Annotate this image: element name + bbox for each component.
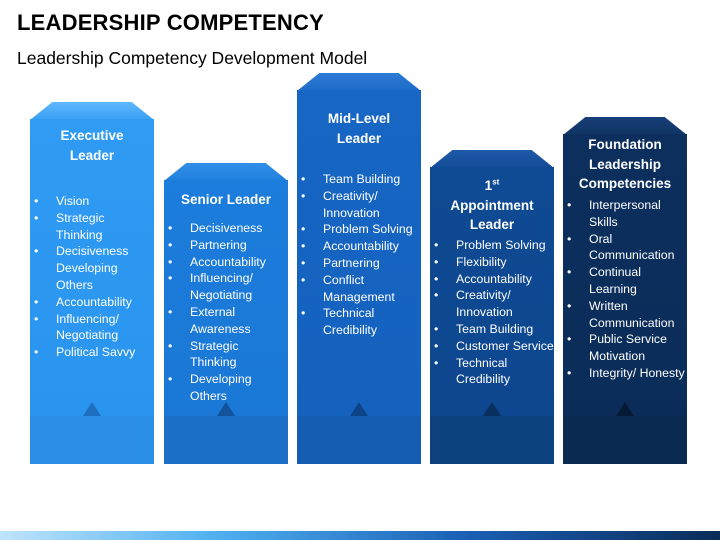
list-item: Flexibility [430,254,554,271]
slide-title: LEADERSHIP COMPETENCY [17,10,324,35]
base-notch [83,402,101,416]
column-base [297,416,421,464]
competency-list: Interpersonal Skills Oral Communication … [563,197,687,382]
list-item: Technical Credibility [430,355,554,389]
list-item: Accountability [297,238,421,255]
column-heading: Foundation Leadership Competencies [578,137,672,191]
list-item: Problem Solving [430,237,554,254]
list-item: Strategic Thinking [30,210,154,244]
competency-list: Decisiveness Partnering Accountability I… [164,220,288,405]
column-mid-level-leader: Mid-Level Leader Team Building Creativit… [297,73,421,464]
list-item: Technical Credibility [297,305,421,339]
list-item: Political Savvy [30,344,154,361]
list-item: Team Building [297,171,421,188]
list-item: Continual Learning [563,264,687,298]
base-notch [217,402,235,416]
footer-gradient-bar [0,531,720,540]
column-cap [164,163,288,181]
list-item: Public Service Motivation [563,331,687,365]
list-item: Written Communication [563,298,687,332]
list-item: Team Building [430,321,554,338]
column-executive-leader: Executive Leader Vision Strategic Thinki… [30,102,154,464]
list-item: Accountability [30,294,154,311]
column-cap [30,102,154,120]
slide-subtitle: Leadership Competency Development Model [17,48,368,68]
column-base [30,416,154,464]
list-item: Influencing/ Negotiating [164,270,288,304]
column-heading: Mid-Level Leader [327,111,391,146]
column-senior-leader: Senior Leader Decisiveness Partnering Ac… [164,163,288,464]
list-item: Oral Communication [563,231,687,265]
competency-list: Vision Strategic Thinking Decisiveness D… [30,193,154,361]
column-heading: Executive Leader [60,128,124,163]
list-item: Vision [30,193,154,210]
list-item: External Awareness [164,304,288,338]
list-item: Partnering [297,255,421,272]
list-item: Creativity/ Innovation [297,188,421,222]
list-item: Partnering [164,237,288,254]
list-item: Interpersonal Skills [563,197,687,231]
list-item: Conflict Management [297,272,421,306]
competency-list: Problem Solving Flexibility Accountabili… [430,237,554,388]
list-item: Creativity/ Innovation [430,287,554,321]
list-item: Customer Service [430,338,554,355]
column-cap [563,117,687,135]
base-notch [483,402,501,416]
list-item: Accountability [430,271,554,288]
column-heading: 1st Appointment Leader [450,177,534,232]
column-cap [297,73,421,91]
column-base [430,416,554,464]
column-base [164,416,288,464]
column-foundation-competencies: Foundation Leadership Competencies Inter… [563,117,687,464]
list-item: Strategic Thinking [164,338,288,372]
list-item: Decisiveness [164,220,288,237]
column-first-appointment-leader: 1st Appointment Leader Problem Solving F… [430,150,554,464]
list-item: Integrity/ Honesty [563,365,687,382]
column-heading: Senior Leader [180,192,272,207]
list-item: Accountability [164,254,288,271]
list-item: Problem Solving [297,221,421,238]
column-cap [430,150,554,168]
list-item: Developing Others [164,371,288,405]
list-item: Influencing/ Negotiating [30,311,154,345]
base-notch [616,402,634,416]
list-item: Decisiveness Developing Others [30,243,154,293]
column-base [563,416,687,464]
base-notch [350,402,368,416]
competency-list: Team Building Creativity/ Innovation Pro… [297,171,421,339]
